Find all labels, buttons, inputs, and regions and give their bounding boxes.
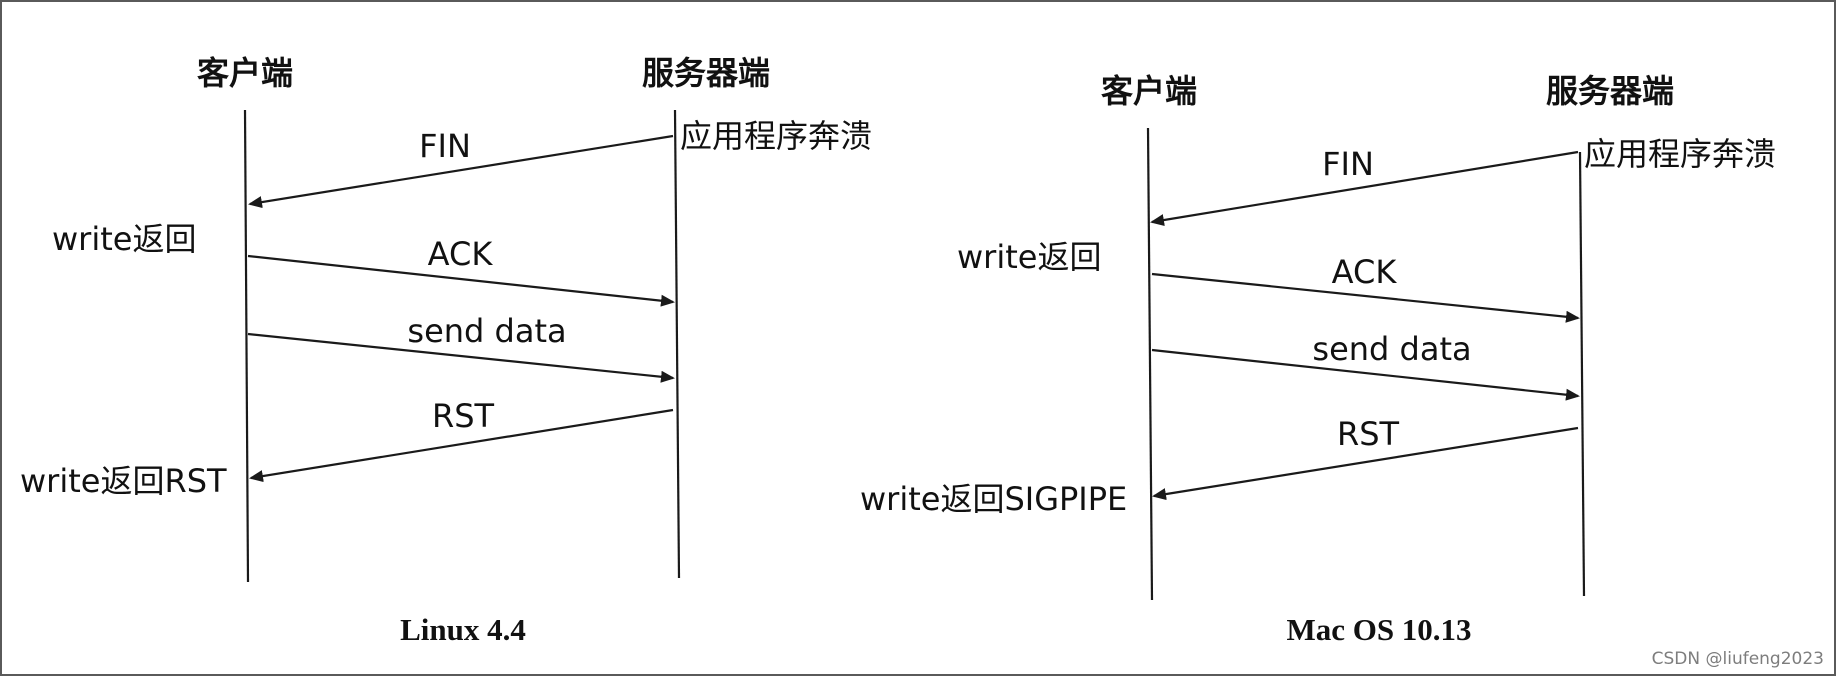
server-label: 服务器端 xyxy=(642,54,770,92)
caption-macos: Mac OS 10.13 xyxy=(1286,612,1471,647)
client-note-write-sigpipe: write返回SIGPIPE xyxy=(860,480,1127,518)
server-label: 服务器端 xyxy=(1546,72,1674,110)
server-timeline xyxy=(1578,151,1586,597)
rst-label: RST xyxy=(432,397,495,435)
diagram-macos: 客户端 服务器端 应用程序奔溃 FIN write返回 ACK send dat… xyxy=(860,72,1776,647)
server-event: 应用程序奔溃 xyxy=(1584,135,1776,173)
fin-label: FIN xyxy=(419,127,471,165)
client-label: 客户端 xyxy=(197,54,293,92)
caption-linux: Linux 4.4 xyxy=(400,612,526,647)
ack-label: ACK xyxy=(428,235,494,273)
server-timeline xyxy=(673,109,681,579)
fin-arrow xyxy=(1150,150,1579,226)
rst-label: RST xyxy=(1337,415,1400,453)
ack-arrow xyxy=(1151,272,1580,323)
client-note-write-return: write返回 xyxy=(52,220,196,258)
watermark: CSDN @liufeng2023 xyxy=(1652,649,1824,669)
rst-arrow xyxy=(249,408,674,483)
fin-arrow xyxy=(248,134,674,209)
client-label: 客户端 xyxy=(1101,72,1197,110)
send-data-arrow xyxy=(1151,348,1580,401)
client-timeline xyxy=(1146,127,1154,601)
client-note-write-rst: write返回RST xyxy=(20,462,227,500)
diagram-linux: 客户端 服务器端 应用程序奔溃 FIN write返回 ACK send dat… xyxy=(20,54,872,647)
send-data-arrow xyxy=(247,332,675,383)
server-event: 应用程序奔溃 xyxy=(680,117,872,155)
rst-arrow xyxy=(1152,426,1579,501)
ack-label: ACK xyxy=(1332,253,1398,291)
ack-arrow xyxy=(247,254,675,307)
send-data-label: send data xyxy=(1312,330,1471,368)
client-timeline xyxy=(243,109,250,583)
send-data-label: send data xyxy=(407,312,566,350)
client-note-write-return: write返回 xyxy=(957,238,1101,276)
fin-label: FIN xyxy=(1322,145,1374,183)
